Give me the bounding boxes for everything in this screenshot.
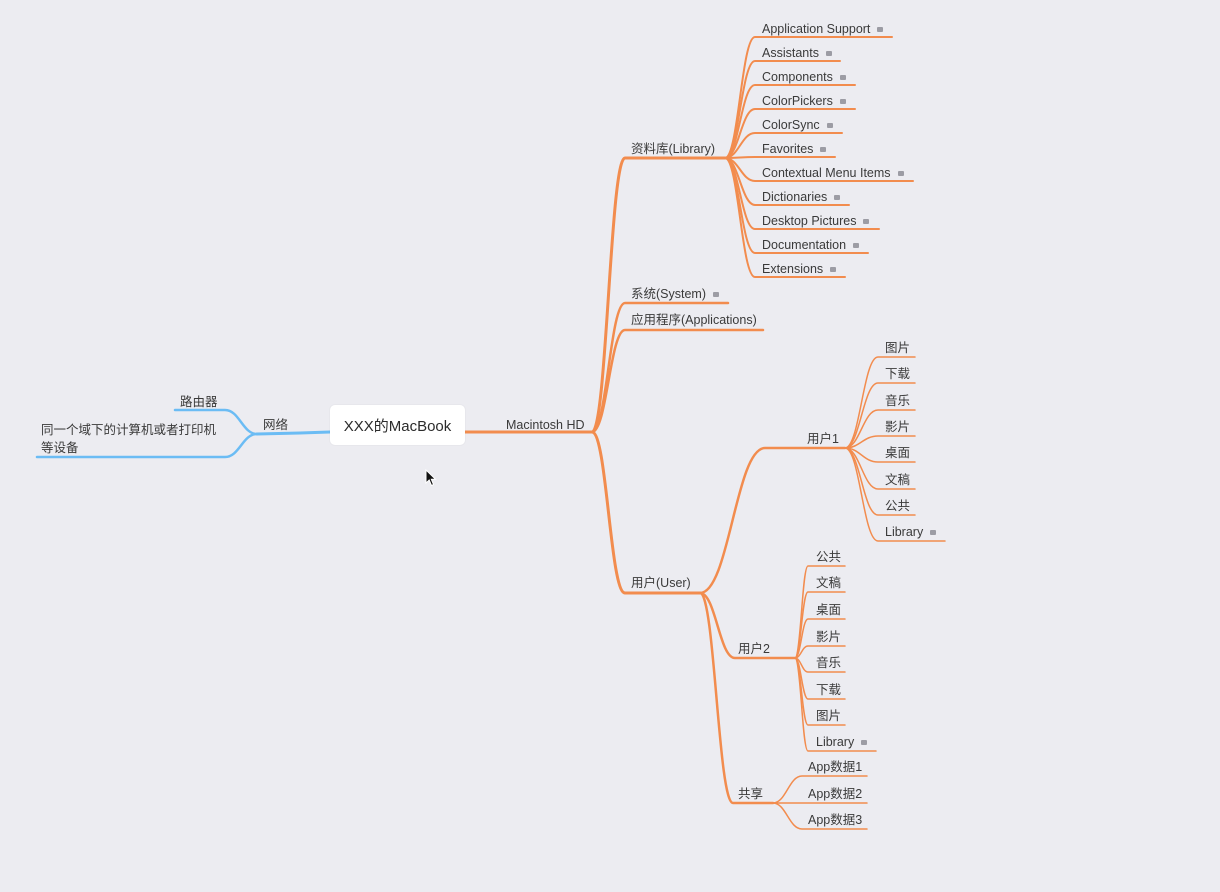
node-user1-pictures[interactable]: 图片 xyxy=(885,341,911,355)
node-dictionaries[interactable]: Dictionaries xyxy=(762,190,841,205)
node-colorsync[interactable]: ColorSync xyxy=(762,118,833,133)
node-user2-desktop[interactable]: 桌面 xyxy=(816,603,842,617)
edge-network-devices xyxy=(35,432,259,459)
note-icon xyxy=(853,243,860,248)
node-user2-pictures[interactable]: 图片 xyxy=(816,709,842,723)
node-user1-library[interactable]: Library xyxy=(885,525,937,540)
node-user2-music[interactable]: 音乐 xyxy=(816,656,842,670)
node-desktop-pictures[interactable]: Desktop Pictures xyxy=(762,214,870,229)
node-favorites[interactable]: Favorites xyxy=(762,142,827,157)
node-applications[interactable]: 应用程序(Applications) xyxy=(631,313,757,327)
node-shared-app3[interactable]: App数据3 xyxy=(808,813,863,827)
node-assistants[interactable]: Assistants xyxy=(762,46,832,61)
node-user2[interactable]: 用户2 xyxy=(738,642,770,656)
note-icon xyxy=(863,219,870,224)
node-user2-public[interactable]: 公共 xyxy=(816,550,842,564)
edge-hd-applications xyxy=(590,328,765,434)
note-icon xyxy=(877,27,884,32)
edge-shared-child xyxy=(772,802,868,830)
node-shared-app1[interactable]: App数据1 xyxy=(808,760,863,774)
edge-library-child xyxy=(724,157,846,278)
note-icon xyxy=(826,123,833,128)
edge-root-network xyxy=(255,430,332,436)
node-user2-documents[interactable]: 文稿 xyxy=(816,576,842,590)
note-icon xyxy=(839,99,846,104)
node-user1[interactable]: 用户1 xyxy=(807,432,839,446)
node-user1-documents[interactable]: 文稿 xyxy=(885,473,911,487)
node-colorpickers[interactable]: ColorPickers xyxy=(762,94,846,109)
edge-user2-child xyxy=(794,657,877,752)
note-icon xyxy=(897,171,904,176)
edge-shared-child xyxy=(772,775,868,804)
edge-user-user1 xyxy=(698,446,847,595)
node-system[interactable]: 系统(System) xyxy=(631,287,720,302)
edge-user-user2 xyxy=(698,591,797,660)
node-extensions[interactable]: Extensions xyxy=(762,262,837,277)
edge-user1-child xyxy=(844,447,946,542)
node-contextual-menu-items[interactable]: Contextual Menu Items xyxy=(762,166,904,181)
node-domain-devices[interactable]: 同一个域下的计算机或者打印机等设备 xyxy=(41,423,217,455)
edge-hd-user xyxy=(590,430,702,595)
edge-library-child xyxy=(724,156,836,159)
node-user1-public[interactable]: 公共 xyxy=(885,499,911,513)
node-user1-movies[interactable]: 影片 xyxy=(885,420,911,434)
edge-network-router xyxy=(173,408,259,436)
edge-user2-child xyxy=(794,618,846,659)
note-icon xyxy=(834,195,841,200)
node-router[interactable]: 路由器 xyxy=(180,395,218,409)
node-library[interactable]: 资料库(Library) xyxy=(631,142,716,156)
node-user[interactable]: 用户(User) xyxy=(631,576,691,590)
node-components[interactable]: Components xyxy=(762,70,846,85)
node-macintosh-hd[interactable]: Macintosh HD xyxy=(506,418,585,432)
note-icon xyxy=(830,267,837,272)
edge-user2-child xyxy=(794,645,846,659)
node-user2-downloads[interactable]: 下载 xyxy=(816,683,842,697)
node-user1-music[interactable]: 音乐 xyxy=(885,394,911,408)
root-node[interactable]: XXX的MacBook xyxy=(330,405,465,445)
note-icon xyxy=(839,75,846,80)
node-user1-desktop[interactable]: 桌面 xyxy=(885,446,911,460)
edge-user1-child xyxy=(844,409,916,449)
note-icon xyxy=(861,740,868,745)
note-icon xyxy=(820,147,827,152)
node-application-support[interactable]: Application Support xyxy=(762,22,884,37)
node-documentation[interactable]: Documentation xyxy=(762,238,860,253)
note-icon xyxy=(825,51,832,56)
note-icon xyxy=(930,530,937,535)
edge-user1-child xyxy=(844,435,916,449)
node-network[interactable]: 网络 xyxy=(263,418,289,432)
node-user2-movies[interactable]: 影片 xyxy=(816,630,842,644)
edge-user1-child xyxy=(844,356,916,449)
note-icon xyxy=(713,292,720,297)
node-shared-app2[interactable]: App数据2 xyxy=(808,787,863,801)
edge-hd-library xyxy=(590,156,727,434)
node-shared[interactable]: 共享 xyxy=(738,787,764,801)
node-user2-library[interactable]: Library xyxy=(816,735,868,750)
edge-user1-child xyxy=(844,382,916,449)
node-user1-downloads[interactable]: 下载 xyxy=(885,367,911,381)
mouse-cursor-icon xyxy=(425,469,437,487)
edge-user-shared xyxy=(698,591,775,805)
